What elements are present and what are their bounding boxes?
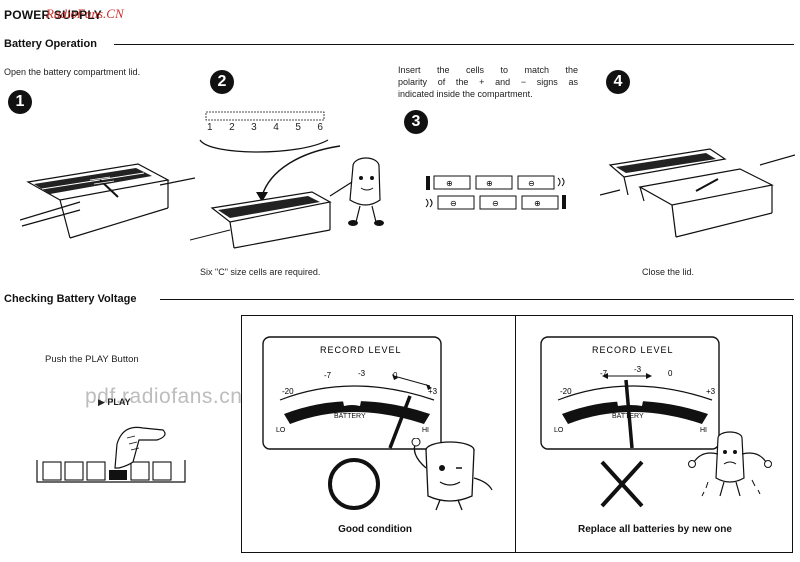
meter-scale: -7 [600, 369, 608, 378]
circle-ok-icon [328, 458, 380, 510]
panel-divider [515, 315, 516, 553]
step3-text-line: Insert the cells to match the [398, 65, 578, 75]
meter-scale: +3 [428, 387, 438, 396]
meter-label: RECORD LEVEL [592, 345, 674, 355]
meter-scale: -3 [358, 369, 366, 378]
checking-voltage-heading: Checking Battery Voltage [4, 293, 137, 305]
meter-scale: -7 [324, 371, 332, 380]
step2-insert-illustration [190, 139, 384, 249]
cells-polarity-strip [205, 111, 325, 121]
play-button-keyboard-illustration [36, 426, 186, 483]
page-title: POWER SUPPLY [4, 8, 102, 22]
step3-polarity-diagram: ⊕ ⊕ ⊖ ⊖ ⊖ ⊕ [425, 175, 566, 210]
cell-label: 5 [295, 122, 301, 133]
cell-label: 2 [229, 122, 235, 133]
step4-number: 4 [606, 70, 630, 94]
section-rule [160, 299, 794, 300]
cell-label: 6 [317, 122, 323, 133]
battery-operation-heading: Battery Operation [4, 38, 97, 50]
range-arrow-icon [393, 375, 431, 387]
pdf-watermark: pdf.radiofans.cn [85, 385, 243, 408]
step3-text-line: indicated inside the compartment. [398, 89, 533, 99]
site-watermark: RadioFans.CN [46, 6, 124, 21]
meter-good: RECORD LEVEL -20 -7 -3 0 +3 BATTERY LO H… [262, 336, 442, 450]
svg-text:⊖: ⊖ [528, 179, 535, 188]
cell-label: 4 [273, 122, 279, 133]
cell-label: 3 [251, 122, 257, 133]
play-key-pressed [109, 470, 127, 480]
step3-text-line: polarity of the + and − signs as [398, 77, 578, 87]
meter-scale: 0 [668, 369, 673, 378]
battery-label: BATTERY [334, 413, 366, 420]
step3-number: 3 [404, 110, 428, 134]
meter-needle [388, 395, 412, 449]
meter-scale: +3 [706, 387, 716, 396]
cross-ng-icon [600, 460, 644, 508]
meter-scale: -20 [282, 387, 294, 396]
meter-scale: -20 [560, 387, 572, 396]
meter-bad: RECORD LEVEL -20 -7 -3 0 +3 BATTERY LO H… [540, 336, 720, 450]
step1-number: 1 [8, 90, 32, 114]
meter-label: RECORD LEVEL [320, 345, 402, 355]
hi-label: HI [422, 427, 429, 434]
lo-label: LO [276, 427, 286, 434]
svg-text:⊕: ⊕ [486, 179, 493, 188]
step2-number: 2 [210, 70, 234, 94]
step1-compartment-illustration [20, 163, 195, 239]
cells-row: 1 2 3 4 5 6 [205, 110, 325, 140]
svg-text:⊕: ⊕ [534, 199, 541, 208]
step4-caption: Close the lid. [642, 267, 695, 277]
meter-needle [624, 379, 634, 449]
weak-battery-mascot-icon [688, 431, 772, 497]
svg-text:⊕: ⊕ [446, 179, 453, 188]
step2-caption: Six "C" size cells are required. [200, 267, 321, 277]
voltage-check-panel [241, 315, 793, 553]
hi-label: HI [700, 427, 707, 434]
svg-text:⊖: ⊖ [450, 199, 457, 208]
step1-text: Open the battery compartment lid. [4, 67, 141, 77]
section-rule [114, 44, 794, 45]
replace-batteries-caption: Replace all batteries by new one [578, 524, 732, 535]
cell-label: 1 [207, 122, 213, 133]
step4-closed-lid-illustration [600, 148, 795, 238]
meter-scale: -3 [634, 365, 642, 374]
good-condition-caption: Good condition [338, 524, 412, 535]
svg-text:⊖: ⊖ [492, 199, 499, 208]
meter-scale: 0 [393, 371, 398, 380]
play-label: ▶ PLAY [98, 397, 131, 407]
lo-label: LO [554, 427, 564, 434]
strong-battery-mascot-icon [411, 438, 493, 511]
push-play-instruction: Push the PLAY Button [45, 354, 139, 365]
battery-mascot-icon [329, 157, 384, 226]
